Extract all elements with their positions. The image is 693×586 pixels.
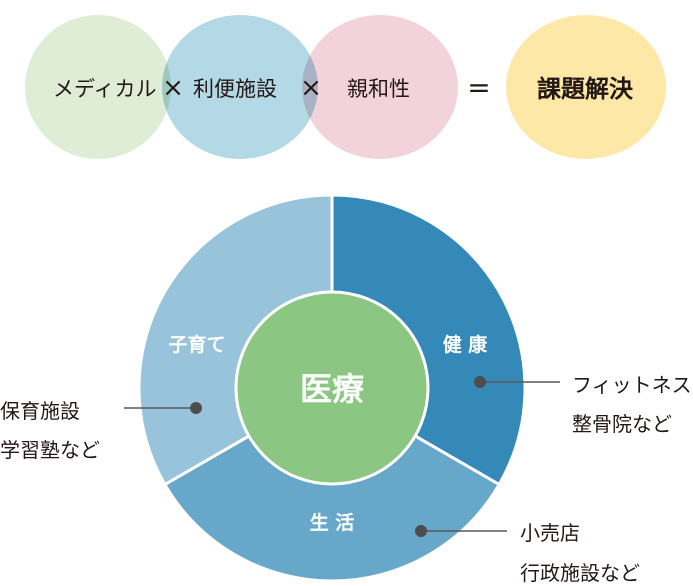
note-childcare-line1: 保育施設 — [0, 399, 80, 423]
result-circle — [506, 15, 666, 159]
segment-label-health: 健 康 — [443, 333, 489, 356]
equation: メディカル × 利便施設 × 親和性 = 課題解決 — [25, 15, 666, 159]
note-health-line1: フィットネス — [572, 373, 692, 397]
term-convenience: 利便施設 — [193, 77, 277, 101]
callout-dot — [190, 402, 202, 414]
note-childcare-line2: 学習塾など — [0, 438, 100, 462]
term-medical: メディカル — [53, 77, 157, 101]
callout-health: フィットネス 整骨院など — [474, 373, 692, 436]
callout-dot — [415, 525, 427, 537]
note-health-line2: 整骨院など — [572, 412, 672, 436]
operator-times-2: × — [300, 73, 322, 103]
callout-dot — [474, 376, 486, 388]
callout-living: 小売店 行政施設など — [415, 521, 640, 585]
segment-label-living: 生 活 — [310, 511, 355, 534]
callout-childcare: 保育施設 学習塾など — [0, 399, 202, 462]
note-living-line2: 行政施設など — [520, 561, 640, 585]
term-affinity: 親和性 — [347, 77, 410, 101]
note-living-line1: 小売店 — [520, 521, 580, 545]
result-label: 課題解決 — [537, 75, 634, 103]
donut: 医療 健 康 生 活 子育て — [137, 193, 527, 583]
affinity-circle — [302, 15, 458, 159]
segment-label-childcare: 子育て — [168, 333, 225, 356]
center-circle — [234, 290, 430, 486]
operator-equals: = — [467, 71, 490, 104]
medical-circle — [25, 15, 171, 159]
center-label: 医療 — [300, 370, 365, 408]
convenience-circle — [162, 15, 318, 159]
operator-times-1: × — [162, 73, 184, 103]
